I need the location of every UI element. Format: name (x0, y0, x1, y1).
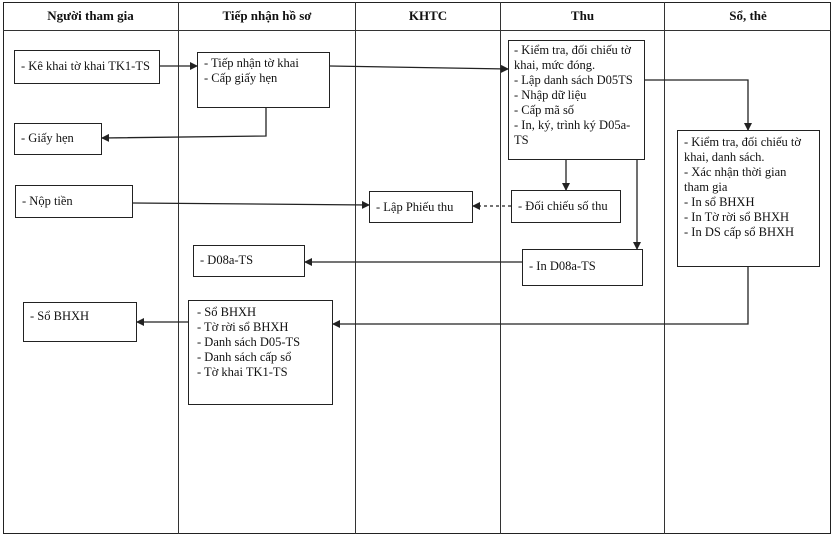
box-text: TS (514, 133, 529, 147)
box-text: - Cấp mã số (514, 103, 575, 117)
lane-header-thu: Thu (570, 8, 595, 23)
arrow-thu-to-sothe (645, 79, 752, 131)
arrow-noptien-to-lapphieuthu (132, 200, 370, 209)
box-text: - Kê khai tờ khai TK1-TS (21, 59, 150, 73)
box-so-bhxh: - Sổ BHXH (23, 302, 137, 342)
box-ke-khai: - Kê khai tờ khai TK1-TS (14, 50, 160, 84)
box-doi-chieu-so-thu: - Đối chiếu số thu (511, 190, 621, 223)
box-text: - Tiếp nhận tờ khai (204, 56, 299, 70)
box-text: - Xác nhận thời gian (684, 165, 787, 179)
lane-divider (664, 2, 666, 534)
box-text: - In, ký, trình ký D05a- (514, 118, 631, 132)
box-nop-tien: - Nộp tiền (15, 185, 133, 218)
arrow-sothe-to-traketqua (332, 267, 749, 328)
box-d08a-ts: - D08a-TS (193, 245, 305, 277)
lane-header-khtc: KHTC (408, 8, 448, 23)
swimlane-frame (3, 2, 831, 534)
box-text: - In Tờ rời sổ BHXH (684, 210, 789, 224)
lane-header-so-the: Sổ, thẻ (729, 8, 767, 23)
box-text: - Sổ BHXH (197, 305, 257, 319)
box-text: - Danh sách cấp sổ (197, 350, 292, 364)
box-so-the-main: - Kiểm tra, đối chiếu tờ khai, danh sách… (677, 130, 820, 267)
box-text: - Nhập dữ liệu (514, 88, 587, 102)
box-text: - Danh sách D05-TS (197, 335, 301, 349)
box-text: - Kiểm tra, đối chiếu tờ (684, 135, 801, 149)
box-text: - D08a-TS (200, 253, 254, 267)
box-text: khai, mức đóng. (514, 58, 596, 72)
box-text: tham gia (684, 180, 728, 194)
box-tiep-nhan: - Tiếp nhận tờ khai - Cấp giấy hẹn (197, 52, 330, 108)
box-text: - Đối chiếu số thu (518, 199, 608, 213)
box-text: - In DS cấp sổ BHXH (684, 225, 795, 239)
box-text: - Lập Phiếu thu (376, 200, 454, 214)
box-lap-phieu-thu: - Lập Phiếu thu (369, 191, 473, 223)
box-text: khai, danh sách. (684, 150, 765, 164)
box-text: - Giấy hẹn (21, 131, 74, 145)
arrow-tiepnhan-to-giayhen (101, 108, 267, 142)
box-thu-main: - Kiểm tra, đối chiếu tờ khai, mức đóng.… (508, 40, 645, 160)
box-text: - Lập danh sách D05TS (514, 73, 633, 87)
box-text: - In sổ BHXH (684, 195, 755, 209)
box-text: - Tờ rời sổ BHXH (197, 320, 289, 334)
lane-divider (178, 2, 180, 534)
header-divider (3, 30, 831, 32)
lane-header-participant: Người tham gia (47, 8, 134, 23)
lane-divider (355, 2, 357, 534)
box-tra-ket-qua: - Sổ BHXH - Tờ rời sổ BHXH - Danh sách D… (188, 300, 333, 405)
box-text: - Cấp giấy hẹn (204, 71, 278, 85)
box-in-d08a-ts: - In D08a-TS (522, 249, 643, 286)
arrow-tiepnhan-to-thu (329, 64, 509, 73)
box-giay-hen: - Giấy hẹn (14, 123, 102, 155)
box-text: - In D08a-TS (529, 259, 596, 273)
lane-header-reception: Tiếp nhận hồ sơ (222, 8, 312, 23)
box-text: - Nộp tiền (22, 194, 73, 208)
box-text: - Sổ BHXH (30, 309, 90, 323)
box-text: - Tờ khai TK1-TS (197, 365, 288, 379)
lane-divider (500, 2, 502, 534)
box-text: - Kiểm tra, đối chiếu tờ (514, 43, 631, 57)
